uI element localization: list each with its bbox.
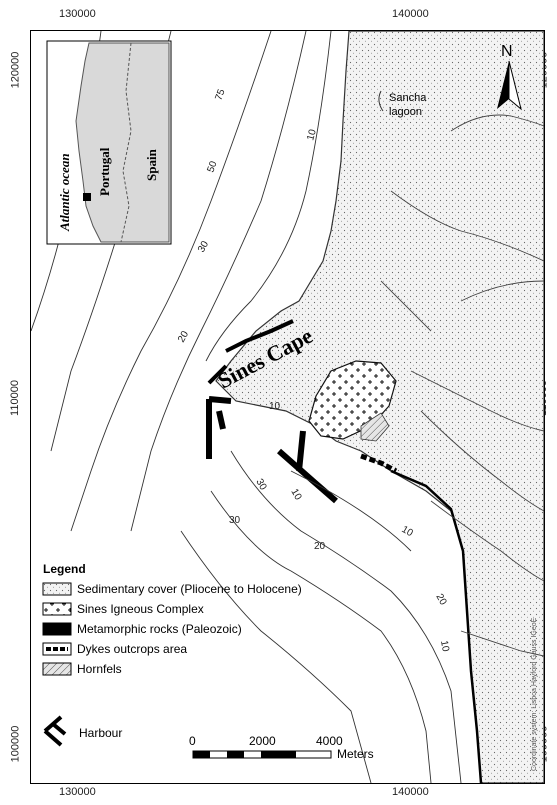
harbour-label: Harbour bbox=[79, 726, 122, 740]
metamorphic-coast bbox=[207, 319, 294, 385]
map-svg: 75 50 10 30 20 10 30 10 20 10 30 20 10 S… bbox=[31, 31, 544, 783]
inset-country-portugal: Portugal bbox=[97, 147, 112, 196]
scale-tick-0: 0 bbox=[189, 734, 196, 748]
north-arrow: N bbox=[497, 43, 522, 111]
dykes-outcrop bbox=[360, 453, 398, 474]
coord-top-2: 140000 bbox=[392, 8, 429, 20]
coord-left-3: 100000 bbox=[9, 725, 22, 763]
harbour-symbol: Harbour bbox=[43, 715, 122, 747]
coord-bottom-2: 140000 bbox=[392, 786, 429, 798]
coord-top-1: 130000 bbox=[59, 8, 96, 20]
contour-label: 20 bbox=[176, 329, 191, 345]
legend-title: Legend bbox=[43, 562, 86, 576]
legend-item-metamorphic: Metamorphic rocks (Paleozoic) bbox=[77, 622, 242, 636]
contour-label: 30 bbox=[253, 477, 268, 493]
coord-bottom-1: 130000 bbox=[59, 786, 96, 798]
harbour-west bbox=[206, 396, 232, 459]
contour-label: 20 bbox=[314, 541, 326, 552]
place-lagoon-line2: lagoon bbox=[389, 106, 422, 118]
lagoon-outline bbox=[378, 90, 384, 112]
contour-labels: 75 50 10 30 20 10 30 10 20 10 30 20 10 bbox=[176, 87, 451, 653]
inset-ocean-label: Atlantic ocean bbox=[57, 153, 72, 232]
inset-country-spain: Spain bbox=[144, 148, 159, 181]
inset-map: Atlantic ocean Portugal Spain bbox=[46, 40, 172, 245]
legend-item-igneous: Sines Igneous Complex bbox=[77, 602, 204, 616]
contour-label: 75 bbox=[213, 87, 227, 102]
drainage-network bbox=[380, 114, 544, 657]
coordinate-credit: Coordinate system: Lisboa Hayford Gauss … bbox=[531, 617, 538, 771]
scale-unit: Meters bbox=[337, 747, 374, 761]
contour-label: 10 bbox=[269, 401, 281, 412]
contour-label: 50 bbox=[205, 159, 219, 174]
scale-bar: 0 2000 4000 Meters bbox=[189, 734, 374, 761]
contour-label: 10 bbox=[438, 640, 451, 653]
north-label: N bbox=[501, 43, 513, 60]
legend-item-sedimentary: Sedimentary cover (Pliocene to Holocene) bbox=[77, 582, 302, 596]
geologic-map: 75 50 10 30 20 10 30 10 20 10 30 20 10 S… bbox=[30, 30, 545, 784]
scale-tick-2000: 2000 bbox=[249, 734, 276, 748]
hornfels-area bbox=[360, 412, 390, 442]
contour-label: 30 bbox=[196, 239, 211, 255]
scale-tick-4000: 4000 bbox=[316, 734, 343, 748]
legend-item-hornfels: Hornfels bbox=[77, 662, 122, 676]
legend-item-dykes: Dykes outcrops area bbox=[77, 642, 187, 656]
contour-label: 10 bbox=[288, 487, 303, 503]
contour-label: 20 bbox=[433, 592, 448, 608]
contour-label: 10 bbox=[305, 128, 319, 142]
contour-label: 30 bbox=[229, 515, 241, 526]
contour-label: 10 bbox=[400, 524, 416, 539]
coord-left-2: 110000 bbox=[8, 380, 21, 416]
coord-left-1: 120000 bbox=[9, 51, 22, 89]
place-lagoon-line1: Sancha bbox=[389, 92, 427, 104]
metamorphic-coast-south bbox=[390, 469, 483, 783]
legend: Legend Sedimentary cover (Pliocene to Ho… bbox=[42, 562, 302, 676]
